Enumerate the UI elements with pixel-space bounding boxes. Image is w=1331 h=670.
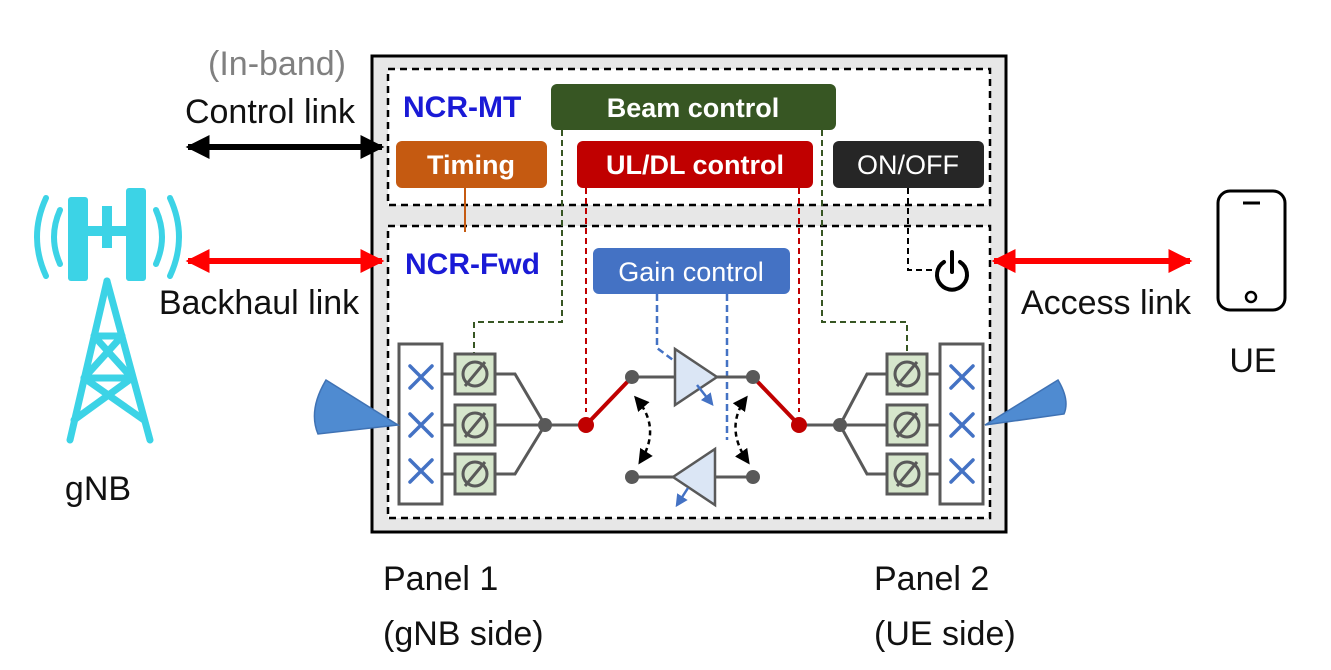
smartphone-icon <box>1216 189 1287 312</box>
antenna-beam-icon-right <box>984 378 1067 426</box>
amplifier-reverse-icon <box>625 446 760 508</box>
on-off-line <box>907 188 937 271</box>
ncr-fwd-label: NCR-Fwd <box>405 248 540 281</box>
on-off-box: ON/OFF <box>833 141 984 188</box>
panel2-antenna-array <box>938 342 985 506</box>
panel1-phase-shifters <box>453 352 497 496</box>
antenna-beam-icon <box>313 378 401 435</box>
power-icon <box>935 250 969 292</box>
beam-control-line-right <box>821 130 908 353</box>
rf-switch-right <box>751 375 807 433</box>
panel1-label-line2: (gNB side) <box>383 615 544 653</box>
gain-line-upper <box>655 294 674 361</box>
timing-box: Timing <box>396 141 547 188</box>
ue-label: UE <box>1229 342 1276 380</box>
amplifier-icon <box>625 346 760 408</box>
gnb-label: gNB <box>65 470 131 508</box>
beam-control-box: Beam control <box>551 84 836 130</box>
panel2-label-line1: Panel 2 <box>874 560 989 598</box>
backhaul-link-label: Backhaul link <box>159 284 360 322</box>
panel1-antenna-array <box>397 342 444 506</box>
cell-tower-icon <box>34 188 182 444</box>
control-link-label: Control link <box>185 93 356 131</box>
ul-dl-control-box: UL/DL control <box>577 141 813 188</box>
panel2-label-line2: (UE side) <box>874 615 1016 653</box>
panel2-phase-shifters <box>885 352 929 496</box>
rf-switch-left <box>578 375 634 433</box>
panel1-label-line1: Panel 1 <box>383 560 498 598</box>
panel1-combiner <box>442 372 586 476</box>
panel2-combiner-node <box>833 418 847 432</box>
beam-control-line-left <box>473 130 563 353</box>
gain-control-label: Gain control <box>618 257 764 287</box>
on-off-label: ON/OFF <box>857 150 959 180</box>
timing-label: Timing <box>427 150 515 180</box>
in-band-label: (In-band) <box>208 45 346 83</box>
access-link-label: Access link <box>1021 284 1192 322</box>
gain-control-box: Gain control <box>593 248 790 294</box>
beam-control-label: Beam control <box>607 93 780 123</box>
ul-dl-control-label: UL/DL control <box>606 150 784 180</box>
ncr-mt-label: NCR-MT <box>403 91 521 124</box>
panel1-combiner-node <box>538 418 552 432</box>
